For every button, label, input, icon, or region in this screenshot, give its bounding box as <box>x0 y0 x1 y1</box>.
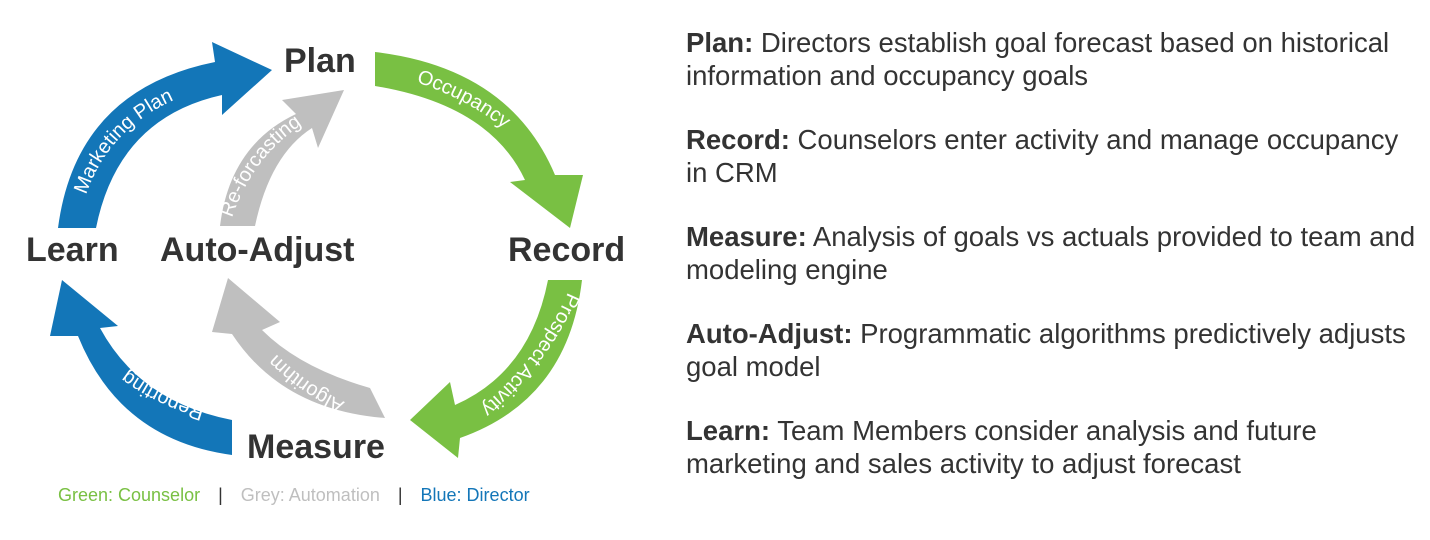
node-measure: Measure <box>247 428 385 466</box>
stage-descriptions: Plan: Directors establish goal forecast … <box>686 26 1421 511</box>
description-auto-adjust: Auto-Adjust: Programmatic algorithms pre… <box>686 317 1421 383</box>
description-term: Learn: <box>686 415 771 446</box>
description-term: Plan: <box>686 27 754 58</box>
legend-separator: | <box>397 485 403 505</box>
node-auto-adjust: Auto-Adjust <box>160 231 355 269</box>
algorithm-arrow <box>212 278 385 418</box>
description-plan: Plan: Directors establish goal forecast … <box>686 26 1421 92</box>
prospect-activity-arrow <box>410 280 582 458</box>
description-text: Directors establish goal forecast based … <box>686 27 1390 91</box>
svg-text:Marketing Plan: Marketing Plan <box>70 85 176 197</box>
description-term: Record: <box>686 124 790 155</box>
node-record: Record <box>508 231 626 269</box>
svg-text:Prospect Activity: Prospect Activity <box>477 290 583 421</box>
node-learn: Learn <box>26 231 119 269</box>
re-forcasting-arrow <box>220 90 344 226</box>
legend-green: Green: Counselor <box>58 485 201 505</box>
legend-separator: | <box>218 485 223 505</box>
description-text: Programmatic algorithms predictively adj… <box>686 318 1406 382</box>
description-text: Team Members consider analysis and futur… <box>686 415 1317 479</box>
description-learn: Learn: Team Members consider analysis an… <box>686 414 1421 480</box>
marketing-plan-label: Marketing Plan <box>70 85 176 197</box>
cycle-diagram: Occupancy Prospect Activity Reporting Ma… <box>0 0 660 535</box>
color-legend: Green: Counselor | Grey: Automation | Blue: … <box>58 486 530 504</box>
description-measure: Measure: Analysis of goals vs actuals pr… <box>686 220 1421 286</box>
prospect-activity-label: Prospect Activity <box>477 290 583 421</box>
cycle-arrows-svg: Occupancy Prospect Activity Reporting Ma… <box>50 42 584 458</box>
legend-blue: Blue: Director <box>420 485 530 505</box>
reporting-arrow <box>50 280 232 455</box>
legend-grey: Grey: Automation <box>240 485 380 505</box>
occupancy-arrow <box>375 52 583 228</box>
node-plan: Plan <box>284 42 356 80</box>
marketing-plan-arrow <box>58 42 272 228</box>
description-term: Measure: <box>686 221 807 252</box>
description-record: Record: Counselors enter activity and ma… <box>686 123 1421 189</box>
description-text: Counselors enter activity and manage occ… <box>686 124 1399 188</box>
description-text: Analysis of goals vs actuals provided to… <box>686 221 1416 285</box>
description-term: Auto-Adjust: <box>686 318 853 349</box>
